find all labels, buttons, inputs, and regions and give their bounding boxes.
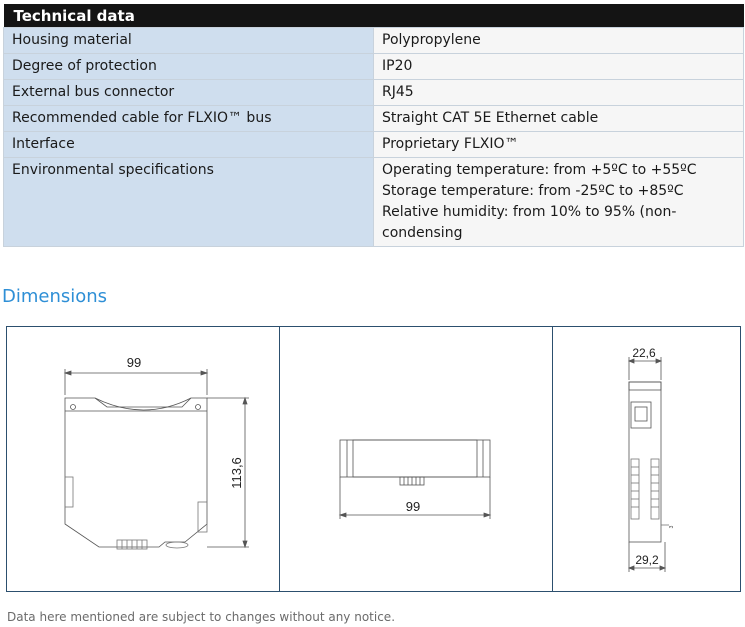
front-view-drawing bbox=[63, 369, 249, 550]
spec-value: IP20 bbox=[373, 53, 744, 80]
top-view-width-label: 99 bbox=[406, 499, 420, 514]
panel-divider bbox=[279, 327, 280, 591]
panel-divider bbox=[552, 327, 553, 591]
front-view-height-label: 113,6 bbox=[229, 457, 244, 489]
spec-value: Operating temperature: from +5ºC to +55º… bbox=[373, 157, 744, 247]
spec-value-line: Polypropylene bbox=[382, 32, 481, 48]
technical-data-table: Technical data Housing material Polypropy… bbox=[3, 4, 744, 247]
technical-data-row: Environmental specifications Operating te… bbox=[3, 157, 744, 247]
spec-label: Interface bbox=[3, 131, 374, 158]
spec-value-line: Storage temperature: from -25ºC to +85ºC bbox=[382, 183, 684, 199]
spec-value-line: Proprietary FLXIO™ bbox=[382, 136, 519, 152]
side-view-bottom-width-label: 29,2 bbox=[635, 553, 659, 567]
technical-data-row: Degree of protection IP20 bbox=[3, 53, 744, 80]
spec-label: External bus connector bbox=[3, 79, 374, 106]
spec-value: Proprietary FLXIO™ bbox=[373, 131, 744, 158]
disclaimer-note: Data here mentioned are subject to chang… bbox=[7, 610, 396, 624]
technical-data-header: Technical data bbox=[3, 4, 744, 28]
dimension-drawings: 99 113,6 99 22,6 29,2 3 bbox=[63, 346, 675, 572]
technical-data-row: External bus connector RJ45 bbox=[3, 79, 744, 106]
spec-value: Polypropylene bbox=[373, 27, 744, 54]
side-view-drawing bbox=[627, 357, 669, 572]
spec-value-line: Relative humidity: from 10% to 95% (non- bbox=[382, 204, 677, 220]
spec-value-line: RJ45 bbox=[382, 84, 414, 100]
spec-value-line: Straight CAT 5E Ethernet cable bbox=[382, 110, 599, 126]
technical-data-row: Recommended cable for FLXIO™ bus Straight… bbox=[3, 105, 744, 132]
dimensions-heading: Dimensions bbox=[2, 286, 108, 307]
spec-value: Straight CAT 5E Ethernet cable bbox=[373, 105, 744, 132]
technical-data-row: Housing material Polypropylene bbox=[3, 27, 744, 54]
spec-value-line: Operating temperature: from +5ºC to +55º… bbox=[382, 162, 697, 178]
spec-value-line: IP20 bbox=[382, 58, 413, 74]
technical-data-row: Interface Proprietary FLXIO™ bbox=[3, 131, 744, 158]
front-view-width-label: 99 bbox=[127, 355, 141, 370]
spec-label: Housing material bbox=[3, 27, 374, 54]
spec-label: Recommended cable for FLXIO™ bus bbox=[3, 105, 374, 132]
spec-label: Degree of protection bbox=[3, 53, 374, 80]
side-view-small-label: 3 bbox=[669, 525, 675, 528]
spec-value-line: condensing bbox=[382, 225, 463, 241]
spec-label: Environmental specifications bbox=[3, 157, 374, 247]
spec-value: RJ45 bbox=[373, 79, 744, 106]
dimensions-drawing-panel: 99 113,6 99 22,6 29,2 3 bbox=[6, 326, 741, 592]
top-view-drawing bbox=[338, 439, 492, 519]
side-view-top-width-label: 22,6 bbox=[632, 346, 656, 360]
